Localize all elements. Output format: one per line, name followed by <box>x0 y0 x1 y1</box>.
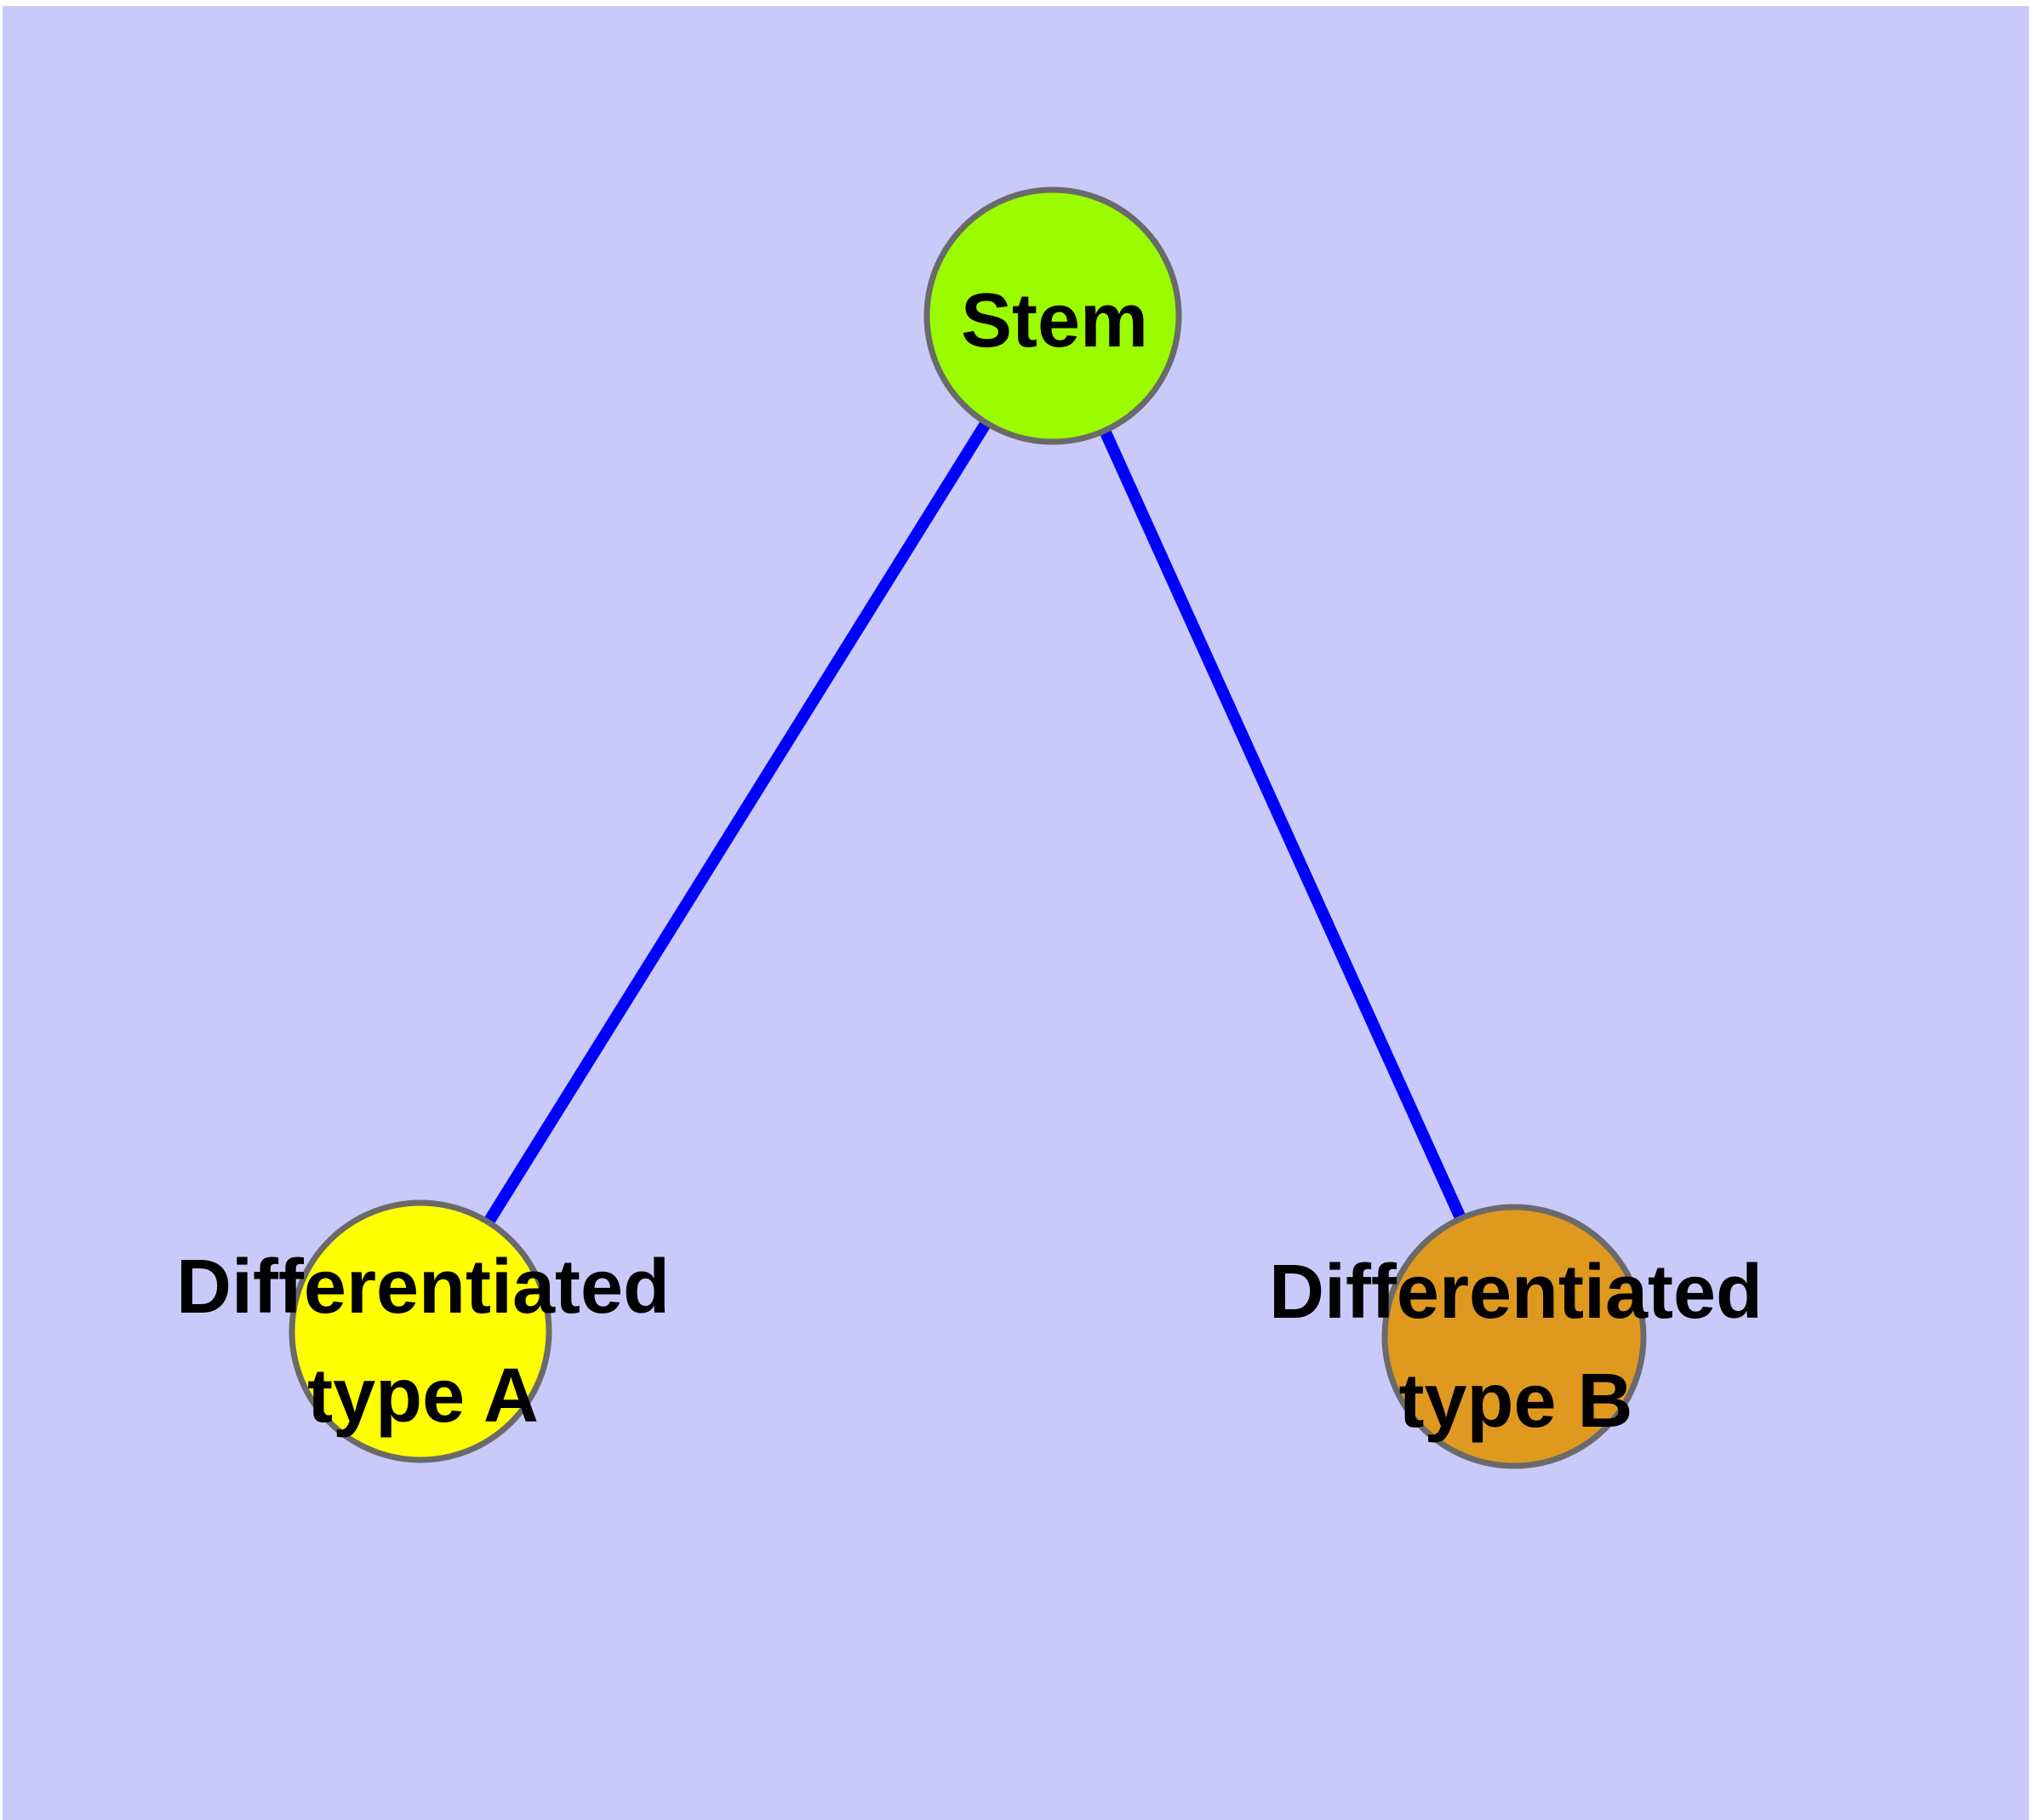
node-type-a-label-line2: type A <box>307 1354 539 1439</box>
node-stem <box>923 186 1182 445</box>
node-differentiated-type-b <box>1381 1204 1647 1469</box>
edge-stem-to-type-b <box>1047 313 1520 1339</box>
node-type-a-label-line1: Differentiated <box>176 1245 670 1330</box>
node-type-b-label-line2: type B <box>1398 1359 1632 1444</box>
edge-stem-to-type-a <box>415 312 1058 1335</box>
node-type-b-label-line1: Differentiated <box>1269 1250 1763 1335</box>
node-differentiated-type-a <box>289 1199 552 1463</box>
node-stem-label: Stem <box>961 278 1148 363</box>
